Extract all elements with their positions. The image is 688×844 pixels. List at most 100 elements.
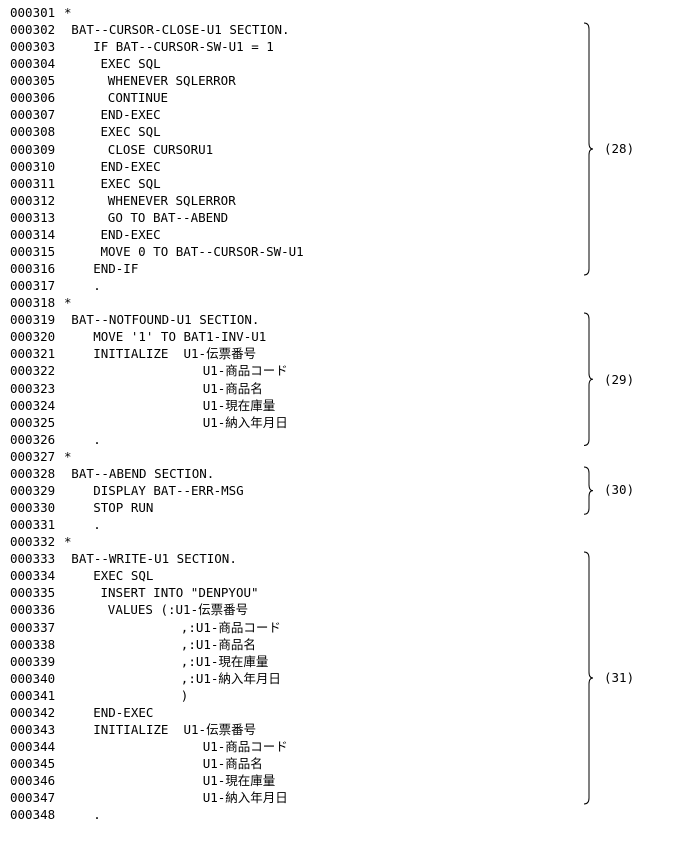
line-number: 000303 xyxy=(10,39,56,55)
code-text: U1-商品コード xyxy=(202,739,288,754)
line-number: 000307 xyxy=(10,107,56,123)
line-number: 000311 xyxy=(10,175,56,191)
line-number: 000320 xyxy=(10,329,56,345)
line-number: 000340 xyxy=(10,670,56,686)
line-number: 000325 xyxy=(10,414,56,430)
code-text: WHENEVER SQLERROR xyxy=(107,192,236,208)
line-number: 000321 xyxy=(10,346,56,362)
code-line: 000317. xyxy=(10,277,101,294)
code-text: MOVE 0 TO BAT--CURSOR-SW-U1 xyxy=(100,243,304,259)
curly-brace-icon xyxy=(583,312,594,447)
line-number: 000322 xyxy=(10,363,56,379)
code-text: U1-現在庫量 xyxy=(202,773,276,789)
code-line: 000337,:U1-商品コード xyxy=(10,619,281,636)
code-text: IF BAT--CURSOR-SW-U1 = 1 xyxy=(93,39,274,55)
line-number: 000304 xyxy=(10,56,56,72)
code-line: 000323 U1-商品名 xyxy=(10,380,263,397)
line-number: 000301 xyxy=(10,5,56,20)
line-number: 000346 xyxy=(10,773,56,789)
code-text: EXEC SQL xyxy=(93,568,154,584)
code-line: 000341) xyxy=(10,687,188,704)
code-line: 000339,:U1-現在庫量 xyxy=(10,653,268,670)
line-number: 000319 xyxy=(10,312,56,328)
line-number: 000315 xyxy=(10,243,56,259)
code-line: 000330 STOP RUN xyxy=(10,499,153,516)
code-text: END-EXEC xyxy=(100,226,161,242)
curly-brace-icon xyxy=(583,466,594,515)
code-text: END-EXEC xyxy=(100,107,161,123)
code-text: BAT--WRITE-U1 SECTION. xyxy=(71,551,237,567)
code-line: 000314 END-EXEC xyxy=(10,226,161,243)
code-text: U1-商品名 xyxy=(202,380,263,396)
line-number: 000348 xyxy=(10,807,56,823)
code-text: INITIALIZE U1-伝票番号 xyxy=(93,721,257,737)
code-text: . xyxy=(93,278,101,294)
code-text: EXEC SQL xyxy=(100,124,161,140)
line-number: 000327 xyxy=(10,448,56,464)
code-line: 000320 MOVE '1' TO BAT1-INV-U1 xyxy=(10,328,266,345)
line-number: 000317 xyxy=(10,278,56,294)
line-number: 000334 xyxy=(10,568,56,584)
line-number: 000324 xyxy=(10,397,56,413)
code-line: 000325 U1-納入年月日 xyxy=(10,414,288,431)
code-text: . xyxy=(93,431,101,447)
code-text: BAT--ABEND SECTION. xyxy=(71,465,215,481)
code-text: ,:U1-納入年月日 xyxy=(180,670,281,686)
line-number: 000323 xyxy=(10,380,56,396)
section-annotation-label: (29) xyxy=(604,371,635,387)
code-text: CONTINUE xyxy=(107,90,169,106)
code-text: U1-商品コード xyxy=(202,363,288,379)
code-text: U1-納入年月日 xyxy=(202,790,288,806)
code-line: 000338,:U1-商品名 xyxy=(10,636,256,653)
code-line: 000328 BAT--ABEND SECTION. xyxy=(10,465,214,482)
code-line: 000348. xyxy=(10,806,101,823)
line-number: 000305 xyxy=(10,73,56,89)
code-text: U1-現在庫量 xyxy=(202,397,276,413)
section-annotation-label: (31) xyxy=(604,670,635,686)
code-line: 000305 WHENEVER SQLERROR xyxy=(10,72,236,89)
line-number: 000330 xyxy=(10,500,56,516)
line-number: 000328 xyxy=(10,465,56,481)
code-line: 000343 INITIALIZE U1-伝票番号 xyxy=(10,721,256,738)
code-line: 000303 IF BAT--CURSOR-SW-U1 = 1 xyxy=(10,38,274,55)
code-text: U1-納入年月日 xyxy=(202,414,288,430)
code-text: WHENEVER SQLERROR xyxy=(107,73,236,89)
code-line: 000319 BAT--NOTFOUND-U1 SECTION. xyxy=(10,311,259,328)
code-text: END-IF xyxy=(93,261,139,277)
line-number: 000338 xyxy=(10,636,56,652)
code-text: STOP RUN xyxy=(93,500,154,516)
line-number: 000316 xyxy=(10,261,56,277)
line-number: 000313 xyxy=(10,209,56,225)
line-number: 000314 xyxy=(10,226,56,242)
code-text: * xyxy=(64,5,72,20)
code-text: ) xyxy=(180,687,189,703)
section-annotation-label: (28) xyxy=(604,141,635,157)
line-number: 000310 xyxy=(10,158,56,174)
code-line: 000318* xyxy=(10,294,72,311)
line-number: 000318 xyxy=(10,295,56,311)
code-text: EXEC SQL xyxy=(100,56,161,72)
code-line: 000304 EXEC SQL xyxy=(10,55,161,72)
line-number: 000343 xyxy=(10,721,56,737)
code-text: MOVE '1' TO BAT1-INV-U1 xyxy=(93,329,267,345)
line-number: 000339 xyxy=(10,653,56,669)
code-line: 000327* xyxy=(10,448,72,465)
code-line: 000346 U1-現在庫量 xyxy=(10,772,275,789)
code-text: BAT--NOTFOUND-U1 SECTION. xyxy=(71,312,260,328)
code-text: VALUES (:U1-伝票番号 xyxy=(107,602,249,618)
code-text: DISPLAY BAT--ERR-MSG xyxy=(93,482,244,498)
code-line: 000324 U1-現在庫量 xyxy=(10,397,275,414)
line-number: 000309 xyxy=(10,141,56,157)
section-annotation-label: (30) xyxy=(604,482,635,498)
code-line: 000331. xyxy=(10,516,101,533)
